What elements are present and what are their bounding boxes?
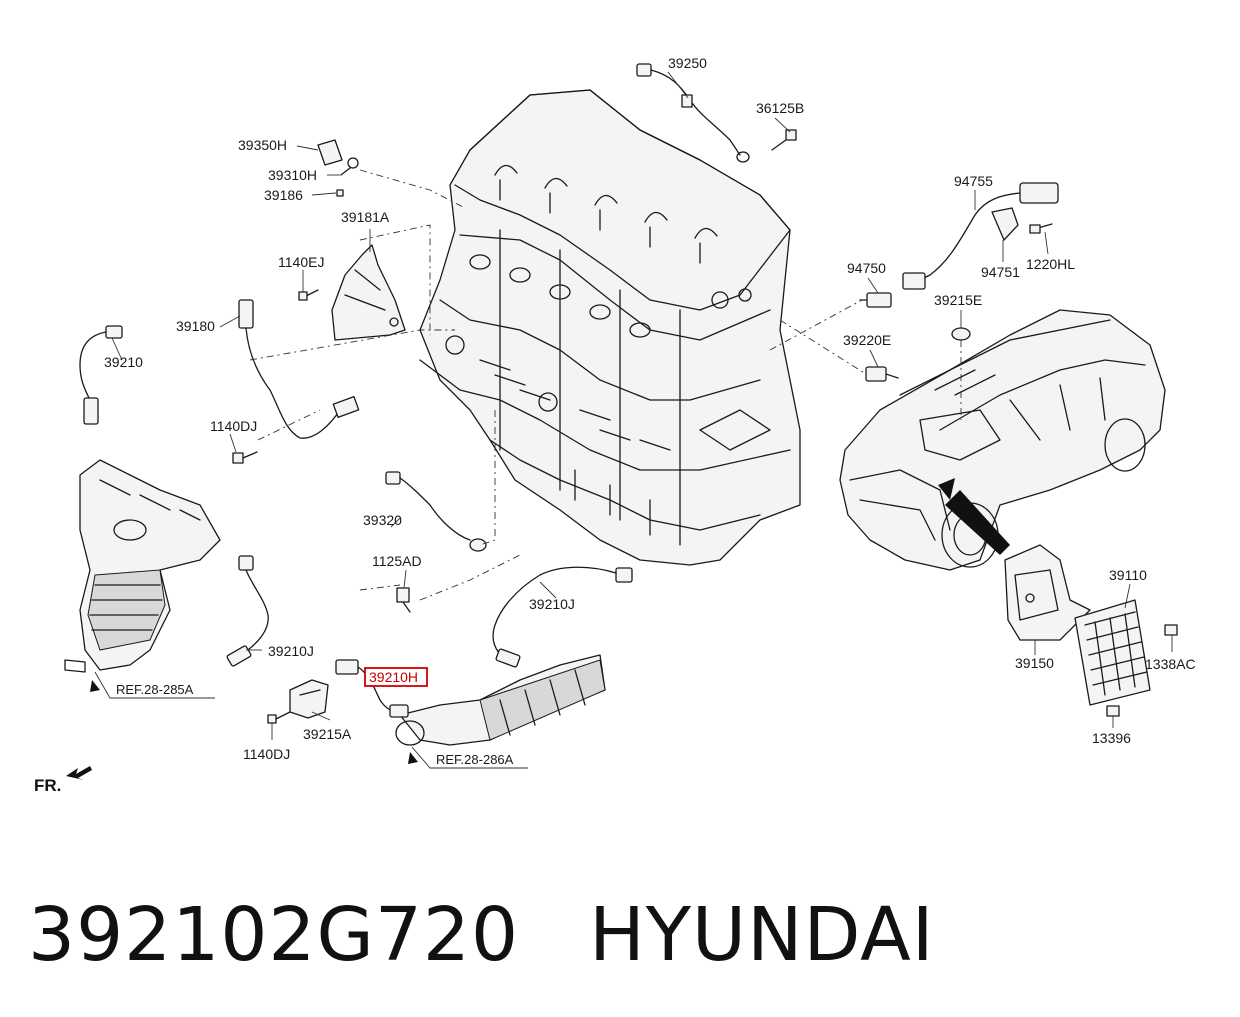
o2-sensor-39210J-front	[226, 555, 269, 667]
label-39150: 39150	[1015, 655, 1054, 671]
label-13396: 13396	[1092, 730, 1131, 746]
label-1338AC: 1338AC	[1145, 656, 1196, 672]
ref-label-285A: REF.28-285A	[116, 682, 194, 697]
bolt-1140DJ-upper	[232, 451, 258, 464]
parts-diagram: REF.28-285A REF.28-286A FR. 39250 36125B…	[34, 55, 1196, 795]
grommet-39215E	[951, 327, 971, 341]
harness-94755	[902, 182, 1059, 290]
label-1140EJ: 1140EJ	[278, 254, 324, 270]
bolt-36125B	[771, 129, 797, 151]
ref-label-286A: REF.28-286A	[436, 752, 514, 767]
label-39320: 39320	[363, 512, 402, 528]
label-94751: 94751	[981, 264, 1020, 280]
part-number: 392102G720	[28, 892, 520, 978]
nut-13396	[1106, 705, 1120, 717]
exhaust-manifold-left	[64, 459, 221, 673]
label-94750: 94750	[847, 260, 886, 276]
label-39210J-front: 39210J	[268, 643, 314, 659]
catalytic-converter	[395, 654, 606, 746]
label-39210H: 39210H	[369, 669, 418, 685]
part-labels: 39250 36125B 39350H 39310H 39186 39181A …	[104, 55, 1196, 762]
label-39310H: 39310H	[268, 167, 317, 183]
vehicle-suv	[839, 309, 1166, 571]
ecu-bracket-39150	[1004, 544, 1091, 641]
label-1140DJ-upper: 1140DJ	[210, 418, 257, 434]
label-94755: 94755	[954, 173, 993, 189]
leader-lines	[111, 71, 1173, 740]
label-36125B: 36125B	[756, 100, 804, 116]
label-39181A: 39181A	[341, 209, 390, 225]
label-39220E: 39220E	[843, 332, 891, 348]
bracket-39215A	[267, 679, 329, 724]
label-39250: 39250	[668, 55, 707, 71]
sensor-39180	[238, 299, 360, 439]
label-39180: 39180	[176, 318, 215, 334]
front-label: FR.	[34, 776, 61, 795]
brand-name: HYUNDAI	[589, 892, 935, 978]
label-1220HL: 1220HL	[1026, 256, 1075, 272]
nut-1338AC	[1164, 624, 1178, 636]
label-39186: 39186	[264, 187, 303, 203]
ref-callout-285A: REF.28-285A	[90, 671, 215, 699]
label-39110: 39110	[1109, 567, 1147, 583]
label-39350H: 39350H	[238, 137, 287, 153]
label-39215A: 39215A	[303, 726, 352, 742]
label-39210J-rear: 39210J	[529, 596, 575, 612]
engine-block	[419, 89, 801, 566]
highlight-box-39210H	[364, 667, 428, 687]
sensor-39350H	[317, 139, 359, 197]
label-39210: 39210	[104, 354, 143, 370]
sensor-39250	[636, 63, 750, 163]
part-caption: 392102G720 HYUNDAI	[28, 880, 935, 990]
sensor-39320	[385, 471, 487, 552]
front-direction-indicator: FR.	[34, 766, 92, 795]
heat-shield-39181A	[298, 244, 406, 341]
sensor-39220E	[865, 366, 899, 382]
bolt-1125AD	[396, 587, 411, 613]
label-1125AD: 1125AD	[372, 553, 422, 569]
ecu-module-39110	[1074, 599, 1151, 706]
label-39215E: 39215E	[934, 292, 982, 308]
o2-sensor-39210H	[335, 659, 409, 718]
sensor-94750	[859, 292, 892, 308]
ref-callout-286A: REF.28-286A	[408, 746, 528, 769]
o2-sensor-39210	[79, 325, 123, 425]
label-1140DJ-lower: 1140DJ	[243, 746, 290, 762]
front-arrow-icon	[66, 766, 92, 780]
o2-sensor-39210J-rear	[492, 566, 633, 668]
